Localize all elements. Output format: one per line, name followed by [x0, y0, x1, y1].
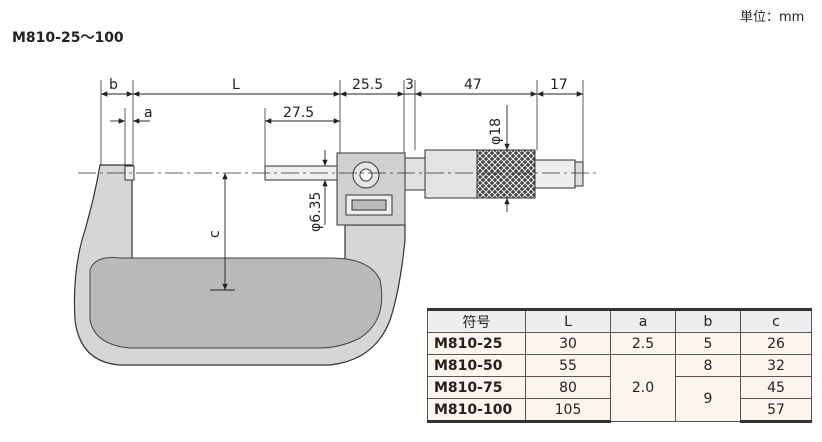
cell-model: M810-75	[427, 376, 526, 399]
model-title: M810-25～100	[12, 30, 124, 46]
cell-model: M810-50	[427, 354, 526, 377]
header-L: L	[525, 308, 611, 333]
spec-table: 符号 L a b c M810-25 30 2.5 5 26 M810-50 5…	[427, 308, 812, 423]
ratchet	[534, 159, 576, 189]
cell-b: 8	[675, 354, 741, 377]
dim-3: 3	[405, 77, 414, 93]
cell-a: 2.5	[610, 332, 676, 355]
dim-17: 17	[550, 77, 568, 93]
frame-inner-panel	[89, 257, 383, 349]
dim-b: b	[109, 77, 118, 93]
table-row: M810-25 30 2.5 5 26	[427, 332, 812, 355]
cell-model: M810-25	[427, 332, 526, 355]
cell-model: M810-100	[427, 398, 526, 423]
thimble	[424, 149, 478, 199]
cell-a: 2.0	[610, 354, 676, 422]
table-row: M810-75 80 9 45	[427, 376, 812, 422]
header-b: b	[675, 308, 741, 333]
cell-c: 32	[740, 354, 812, 377]
header-a: a	[610, 308, 676, 333]
unit-label: 単位：mm	[740, 10, 805, 25]
header-c: c	[740, 308, 812, 333]
sleeve	[404, 157, 426, 191]
cell-L: 55	[525, 354, 611, 377]
dim-c: c	[207, 230, 223, 238]
dim-27-5: 27.5	[283, 105, 314, 121]
cell-b: 5	[675, 332, 741, 355]
knurled-grip	[476, 149, 536, 199]
cell-L: 30	[525, 332, 611, 355]
dim-L: L	[232, 77, 240, 93]
cell-b: 9	[675, 376, 741, 422]
dim-25-5: 25.5	[352, 77, 383, 93]
header-model: 符号	[427, 308, 526, 333]
table-row: M810-50 55 2.0 8 32	[427, 354, 812, 422]
dim-a: a	[144, 105, 153, 121]
cell-c: 45	[740, 376, 812, 399]
dim-phi6-35: φ6.35	[308, 192, 324, 232]
dim-47: 47	[464, 77, 482, 93]
cell-c: 26	[740, 332, 812, 355]
cell-L: 105	[525, 398, 611, 423]
cell-L: 80	[525, 376, 611, 399]
table-row: M810-100 105 57	[427, 398, 812, 423]
cell-c: 57	[740, 398, 812, 423]
dim-phi18: φ18	[488, 118, 504, 145]
